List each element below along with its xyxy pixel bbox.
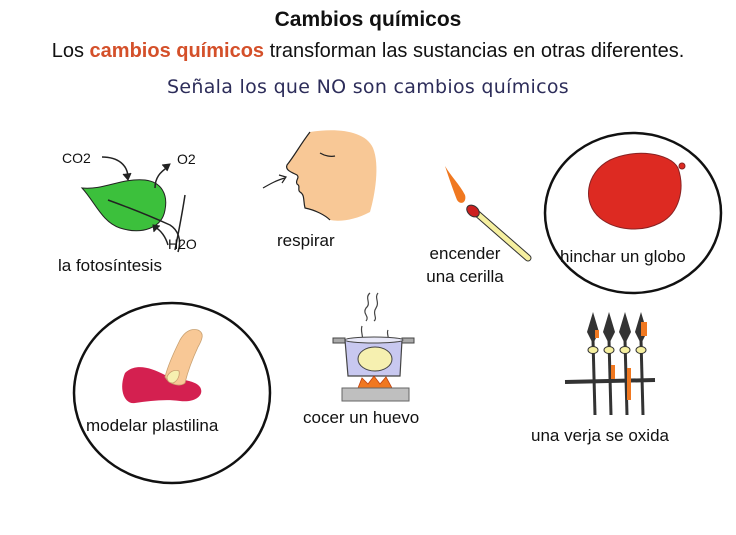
item-label: respirar (277, 231, 335, 250)
item-verja[interactable]: una verja se oxida (525, 300, 700, 450)
item-label: la fotosíntesis (58, 256, 162, 275)
page-title: Cambios químicos (274, 8, 462, 31)
item-huevo[interactable]: cocer un huevo (300, 288, 450, 433)
subtitle-suffix: transforman las sustancias en otras dife… (264, 40, 685, 62)
subtitle-highlight: cambios químicos (89, 40, 265, 62)
leaf-icon (80, 156, 186, 253)
subtitle-prefix: Los (51, 40, 90, 62)
item-respirar[interactable]: respirar (255, 120, 395, 255)
match-icon (445, 166, 532, 262)
item-cerilla[interactable]: encender una cerilla (415, 160, 535, 290)
item-label: una verja se oxida (531, 426, 669, 445)
item-label: hinchar un globo (560, 247, 686, 266)
annotation-co2: CO2 (62, 150, 91, 166)
item-fotosintesis[interactable]: CO2 O2 H2O la fotosíntesis (50, 140, 240, 280)
item-label-line1: encender (429, 244, 501, 263)
subtitle: Los cambios químicos transforman las sus… (0, 40, 736, 63)
selection-circle (72, 301, 272, 485)
pot-icon (332, 292, 415, 402)
instruction: Señala los que NO son cambios químicos (167, 76, 569, 98)
annotation-h2o: H2O (168, 236, 197, 252)
item-label-line2: una cerilla (426, 267, 504, 286)
selection-circle (543, 131, 723, 295)
item-globo[interactable]: hinchar un globo (540, 128, 730, 298)
face-icon (262, 130, 377, 221)
balloon-icon (588, 152, 686, 230)
item-label: modelar plastilina (86, 416, 219, 435)
annotation-o2: O2 (177, 151, 196, 167)
item-plastilina[interactable]: modelar plastilina (70, 295, 275, 485)
item-label: cocer un huevo (303, 408, 420, 427)
plasticine-icon (122, 329, 203, 404)
fence-icon (564, 312, 656, 416)
